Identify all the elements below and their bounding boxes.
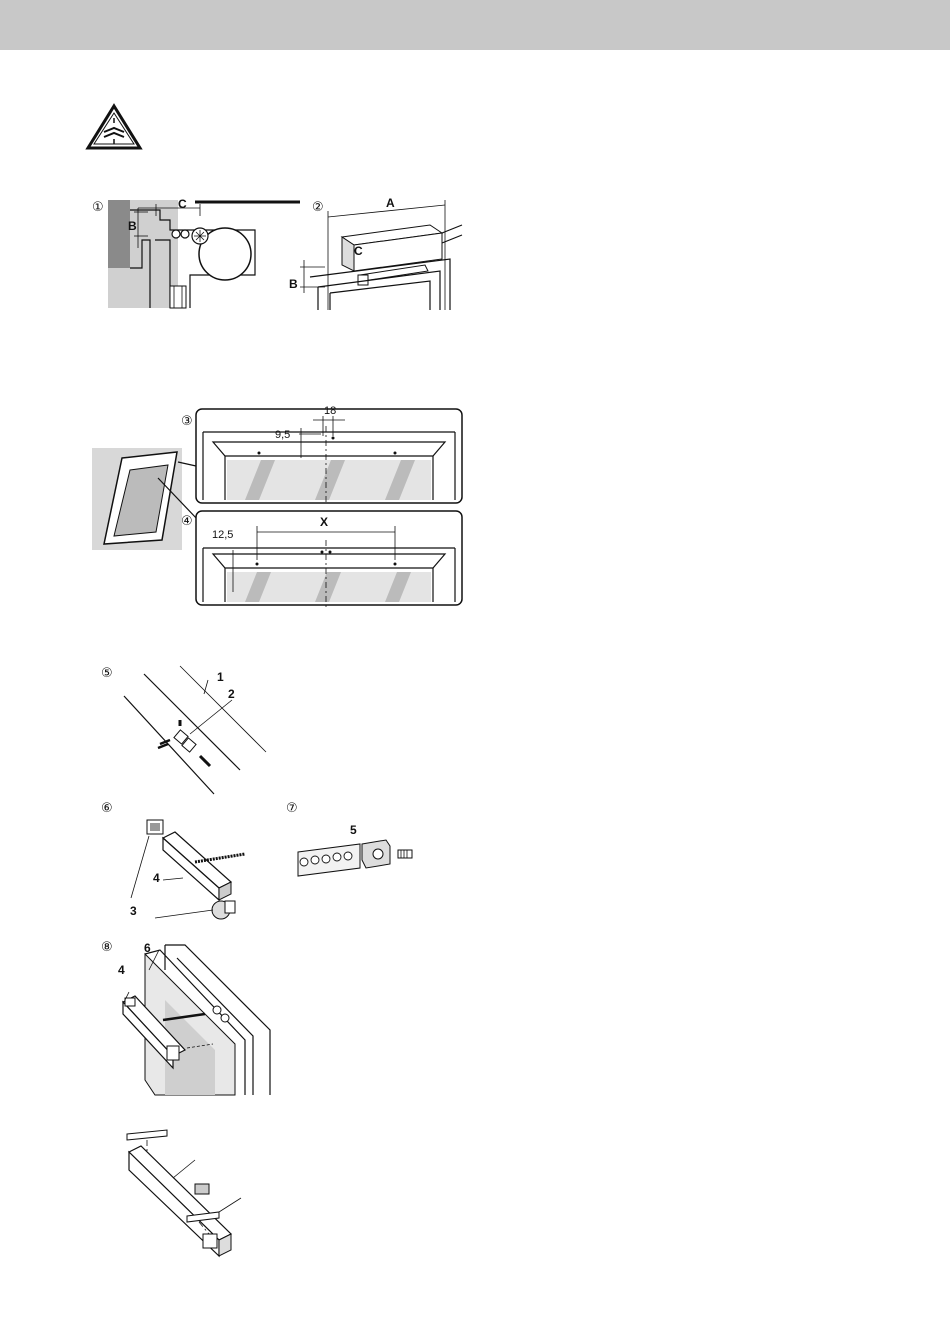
figure-2-label-a: A xyxy=(386,196,395,210)
figure-5-number: ⑤ xyxy=(101,666,113,681)
figure-6-part-4: 4 xyxy=(153,871,160,885)
figure-5-part-2: 2 xyxy=(228,687,235,701)
figure-7-part-5: 5 xyxy=(350,823,357,837)
figure-3-dimension-18: 18 xyxy=(324,405,336,417)
header-bar xyxy=(0,0,950,50)
figure-3-frame-detail xyxy=(195,408,463,504)
figure-9-housing-labels xyxy=(115,1130,255,1260)
figure-1-label-b: B xyxy=(128,219,137,233)
figure-6-housing-endcaps xyxy=(125,818,260,923)
figure-7-number: ⑦ xyxy=(286,801,298,816)
figure-8-number: ⑧ xyxy=(101,940,113,955)
figure-8-housing-installation xyxy=(105,940,275,1100)
figure-5-part-1: 1 xyxy=(217,670,224,684)
figure-3-dimension-9-5: 9,5 xyxy=(275,429,290,441)
figure-7-chain-connector xyxy=(290,830,430,890)
figure-4-frame-detail xyxy=(195,510,463,606)
figure-1-section-drawing xyxy=(90,190,310,315)
figure-1-label-c: C xyxy=(178,197,187,211)
figure-8-part-4: 4 xyxy=(118,963,125,977)
figure-2-number: ② xyxy=(312,200,324,215)
window-overview-drawing xyxy=(92,448,202,553)
warning-pinch-icon xyxy=(86,104,142,150)
figure-3-number: ③ xyxy=(181,414,193,429)
figure-4-dimension-12-5: 12,5 xyxy=(212,529,233,541)
figure-1-number: ① xyxy=(92,200,104,215)
figure-2-label-c: C xyxy=(354,244,363,258)
figure-5-bracket-mounting xyxy=(110,660,280,800)
figure-4-number: ④ xyxy=(181,514,193,529)
figure-6-number: ⑥ xyxy=(101,801,113,816)
figure-2-label-b: B xyxy=(289,277,298,291)
figure-6-part-3: 3 xyxy=(130,904,137,918)
figure-8-part-6: 6 xyxy=(144,941,151,955)
figure-4-dimension-x: X xyxy=(320,515,328,529)
